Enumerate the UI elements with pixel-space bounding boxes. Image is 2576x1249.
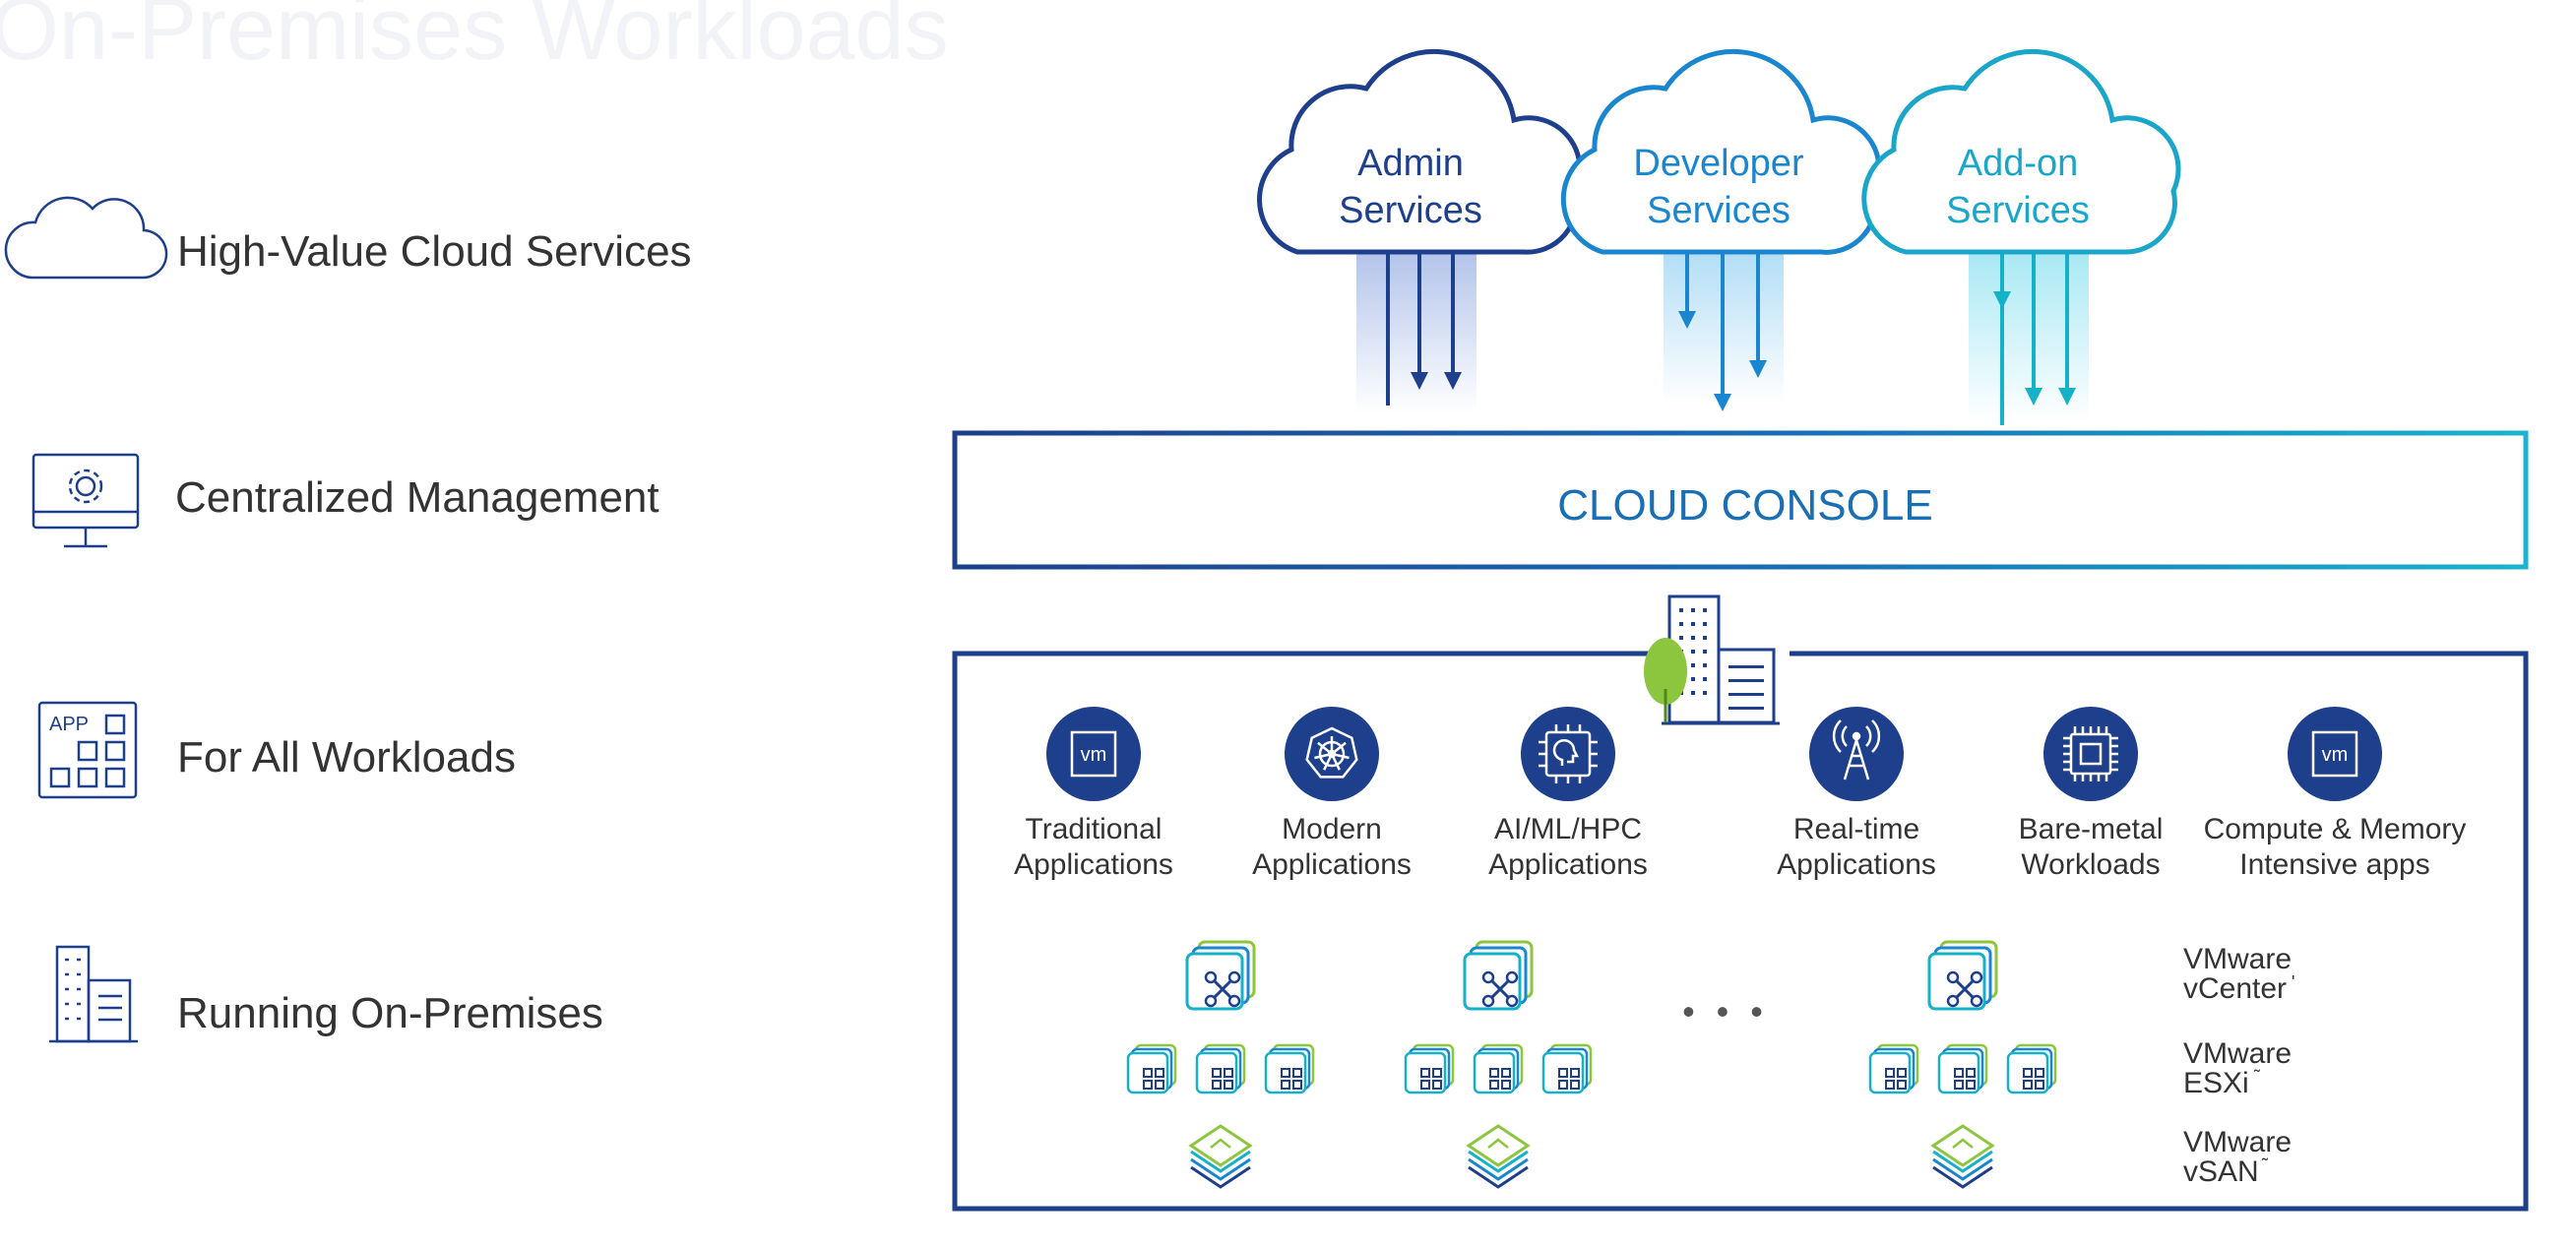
cloud-admin-services: Admin Services (1257, 48, 1583, 255)
legend-vcenter-line1: VMware (2183, 943, 2292, 975)
cloud-developer-line2: Services (1647, 190, 1791, 231)
workload-label-line2: Intensive apps (2239, 848, 2429, 881)
addon-arrows (1993, 246, 2076, 425)
vmware-stacks (1126, 940, 2057, 1189)
svg-text:APP: APP (49, 714, 89, 735)
cloud-addon-line1: Add-on (1958, 143, 2079, 184)
developer-arrows (1678, 246, 1767, 411)
workload-label-line1: Real-time (1793, 813, 1919, 845)
app-grid-icon: APP (37, 701, 138, 799)
workload-label-line2: Workloads (2021, 848, 2160, 881)
legend-esxi-line2: ESXi (2183, 1067, 2249, 1099)
cloud-admin-line2: Services (1339, 190, 1482, 231)
workload-label-line2: Applications (1014, 848, 1173, 881)
chip-head-icon (1539, 724, 1598, 783)
faded-title: On-Premises Workloads (0, 0, 949, 79)
workload-label-line1: Bare-metal (2019, 813, 2164, 845)
datacenter-building-icon (1644, 594, 1780, 725)
feature-list: High-Value Cloud Services Centralized Ma… (4, 196, 692, 1043)
legend-vcenter-line2: vCenter (2183, 972, 2287, 1005)
legend-vcenter-mark: ' (2292, 972, 2294, 992)
monitor-gear-icon (31, 453, 140, 548)
workload-label-line2: Applications (1777, 848, 1936, 881)
cloud-developer-line1: Developer (1633, 143, 1804, 184)
esxi-icon (1868, 1043, 1919, 1094)
feature-label-workloads: For All Workloads (177, 733, 516, 781)
cloud-console-label: CLOUD CONSOLE (1557, 481, 1932, 530)
svg-text:vm: vm (1081, 744, 1107, 766)
esxi-icon (1264, 1043, 1315, 1094)
vsan-icon (1188, 1124, 1253, 1189)
kubernetes-icon (1305, 726, 1358, 779)
legend-vsan-mark: ˜ (2261, 1155, 2269, 1175)
workload-label-line2: Applications (1488, 848, 1648, 881)
cpu-icon (2063, 726, 2118, 781)
cloud-admin-line1: Admin (1357, 143, 1464, 184)
workload-label-line1: Traditional (1026, 813, 1162, 845)
esxi-icon (1541, 1043, 1593, 1094)
workload-label-line1: Compute & Memory (2204, 813, 2467, 845)
vm-icon: vm (1070, 730, 1117, 778)
workload-types: vmTraditionalApplicationsModernApplicati… (1014, 707, 2466, 881)
feature-label-onprem: Running On-Premises (177, 989, 603, 1037)
esxi-icon (1473, 1043, 1524, 1094)
svg-text:vm: vm (2322, 744, 2349, 766)
vsan-icon (1930, 1124, 1995, 1189)
workload-label-line1: AI/ML/HPC (1494, 813, 1642, 845)
cloud-icon (4, 196, 168, 280)
vcenter-icon (1927, 940, 1998, 1011)
esxi-icon (2006, 1043, 2057, 1094)
esxi-icon (1126, 1043, 1177, 1094)
workload-label-line1: Modern (1282, 813, 1382, 845)
legend-esxi-mark: ˜ (2253, 1067, 2261, 1087)
cloud-console-box (952, 430, 2529, 570)
feature-label-cloud: High-Value Cloud Services (177, 227, 692, 276)
vsan-icon (1466, 1124, 1531, 1189)
vcenter-icon (1185, 940, 1256, 1011)
workload-label-line2: Applications (1252, 848, 1412, 881)
onprem-box (952, 651, 2529, 1212)
esxi-icon (1937, 1043, 1988, 1094)
esxi-icon (1404, 1043, 1455, 1094)
building-icon (49, 945, 138, 1043)
cloud-developer-services: Developer Services (1560, 48, 1882, 255)
antenna-icon (1832, 719, 1881, 781)
legend-vsan-line1: VMware (2183, 1126, 2292, 1158)
ellipsis-more: • • • (1682, 991, 1769, 1031)
legend-esxi-line1: VMware (2183, 1037, 2292, 1070)
vcenter-icon (1463, 940, 1534, 1011)
cloud-addon-services: Add-on Services (1861, 48, 2181, 255)
vm-icon: vm (2311, 730, 2358, 778)
legend-vsan-line2: vSAN (2183, 1155, 2259, 1188)
esxi-icon (1195, 1043, 1246, 1094)
cloud-addon-line2: Services (1946, 190, 2090, 231)
admin-arrows (1386, 246, 1462, 406)
feature-label-management: Centralized Management (175, 473, 660, 522)
stack-legend: VMware vCenter ' VMware ESXi ˜ VMware vS… (2183, 943, 2294, 1188)
